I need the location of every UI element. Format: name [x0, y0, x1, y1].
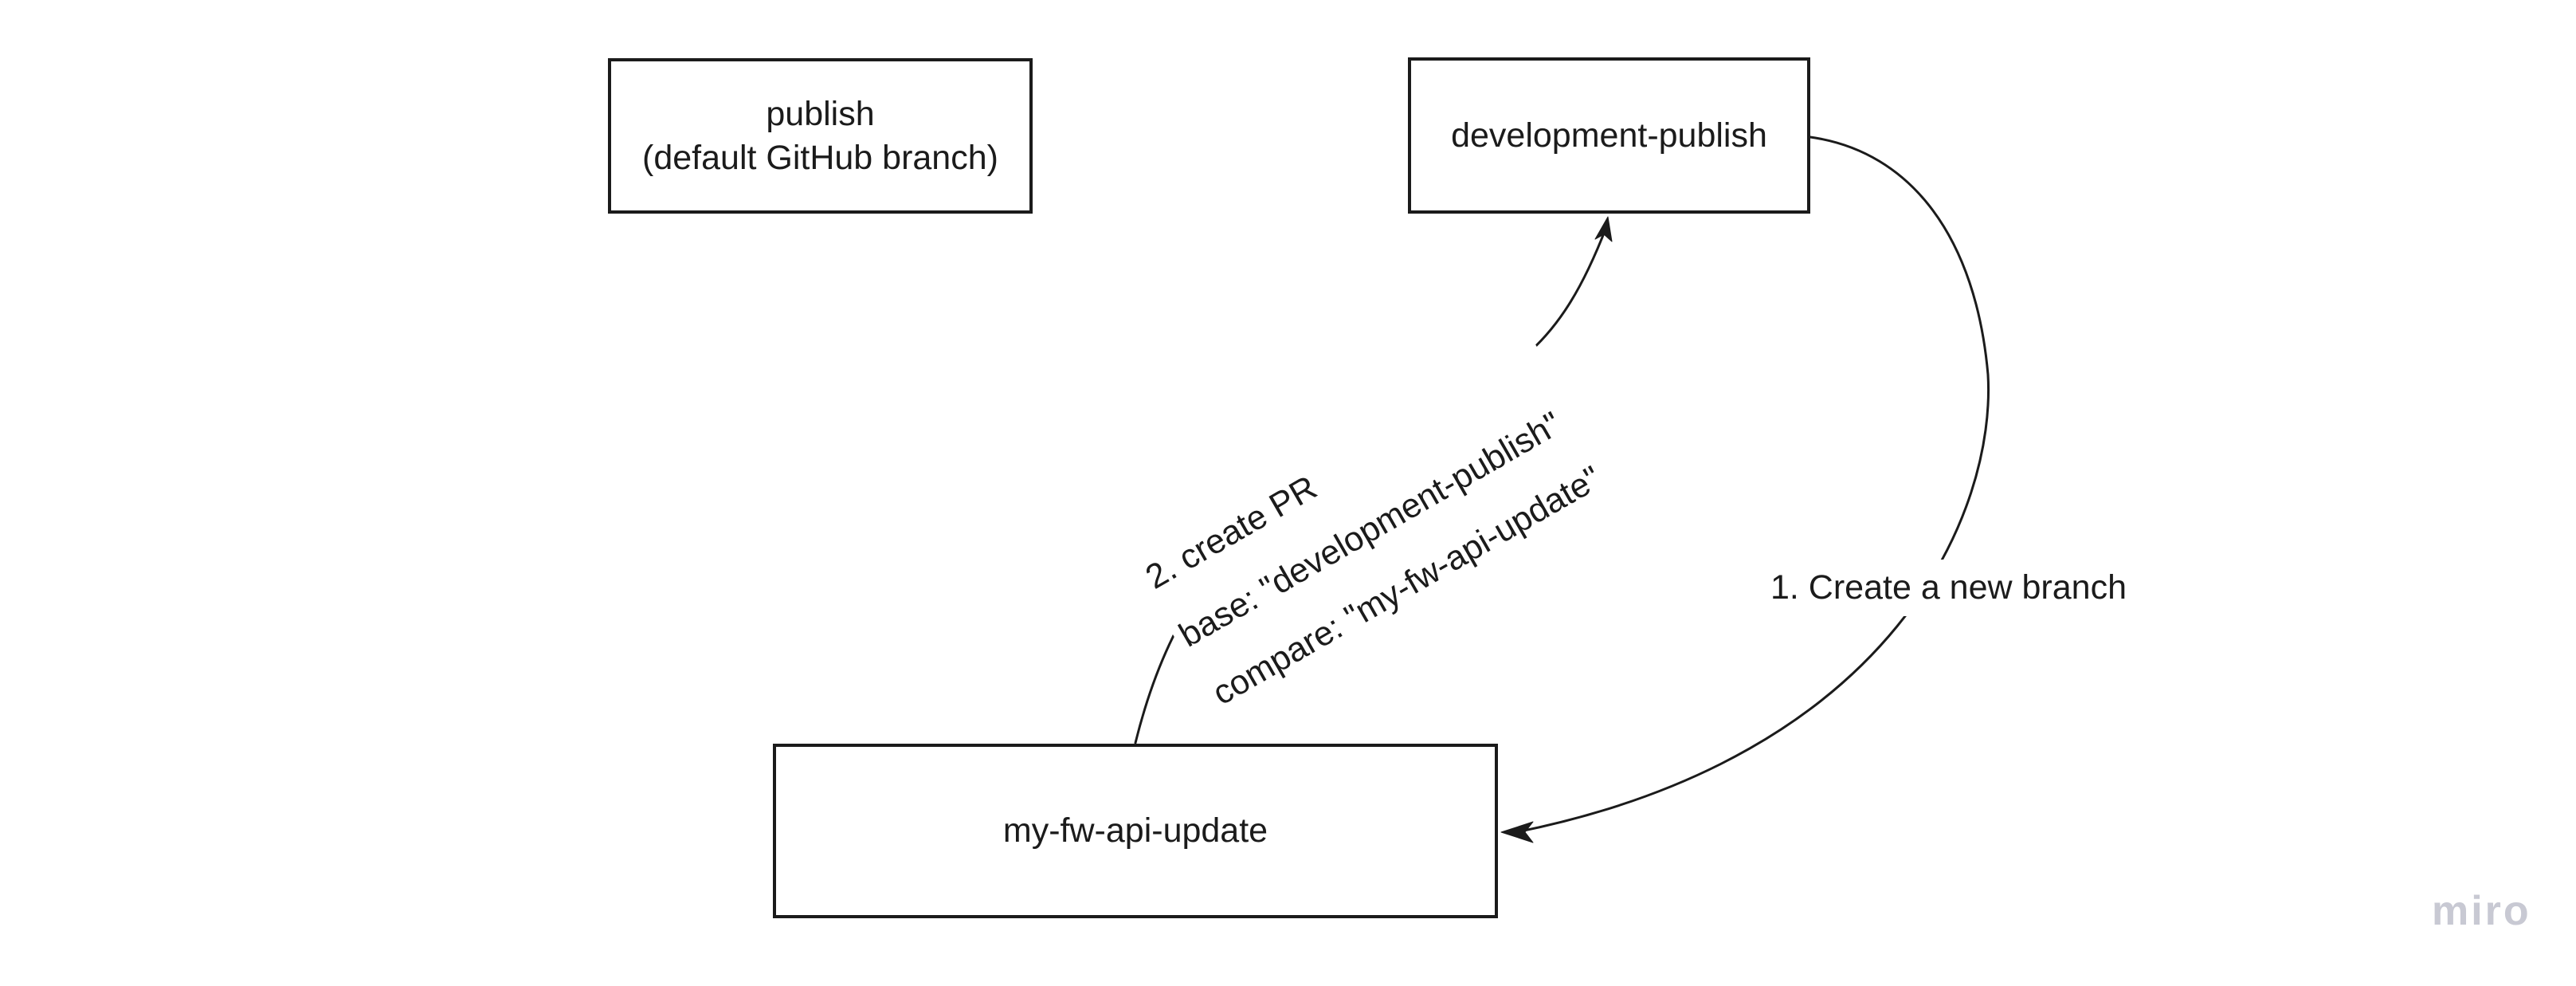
- shape-my-fw-api-update[interactable]: my-fw-api-update: [773, 744, 1498, 918]
- arrowhead-left-icon: [1500, 821, 1534, 843]
- connector-create-branch-line[interactable]: [1511, 136, 1990, 835]
- shape-publish-label-line1: publish: [766, 94, 875, 133]
- shape-publish-label-line2: (default GitHub branch): [642, 138, 998, 177]
- shape-publish[interactable]: publish (default GitHub branch): [608, 58, 1033, 214]
- shape-my-fw-api-update-label: my-fw-api-update: [1002, 811, 1268, 850]
- connector-label-create-branch[interactable]: 1. Create a new branch: [1759, 560, 2138, 616]
- shape-development-publish-label: development-publish: [1451, 116, 1767, 155]
- miro-logo: miro: [2432, 888, 2531, 934]
- connector-create-branch[interactable]: [1500, 136, 1990, 843]
- arrowhead-up-icon: [1594, 216, 1613, 242]
- shape-development-publish[interactable]: development-publish: [1408, 57, 1810, 214]
